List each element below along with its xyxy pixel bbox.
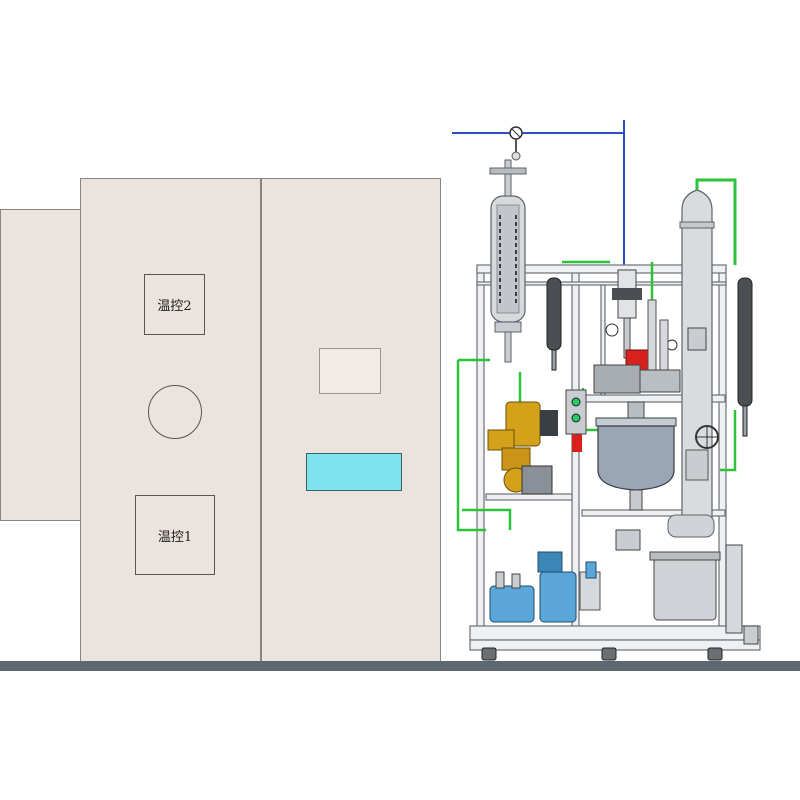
temp-control-1-label: 温控1 [157,529,193,545]
small-fittings [495,529,759,645]
display-screen [306,453,402,491]
control-cabinet-right [261,178,441,662]
condenser-left [489,159,527,363]
temp-control-2-label: 温控2 [157,299,192,314]
round-gauge [148,385,202,439]
control-cabinet-left: 温控2 温控1 [80,178,261,662]
handwheel-icon [685,425,719,481]
heater-probes [546,277,753,437]
vacuum-pump [489,551,601,623]
floor [0,661,800,671]
temp-control-2-panel: 温控2 [144,274,205,335]
control-box [565,389,587,435]
indicator-panel [319,348,381,394]
flow-meter-icon [509,126,523,161]
casters [481,647,723,661]
side-cabinet [0,209,81,521]
frame [469,264,761,651]
reactor-head-fittings [593,269,707,394]
temp-control-1-panel: 温控1 [135,495,215,575]
water-line [452,120,625,268]
reactor-vessel [572,401,677,511]
circulation-pump [487,401,558,495]
receiver-tank [649,544,743,634]
